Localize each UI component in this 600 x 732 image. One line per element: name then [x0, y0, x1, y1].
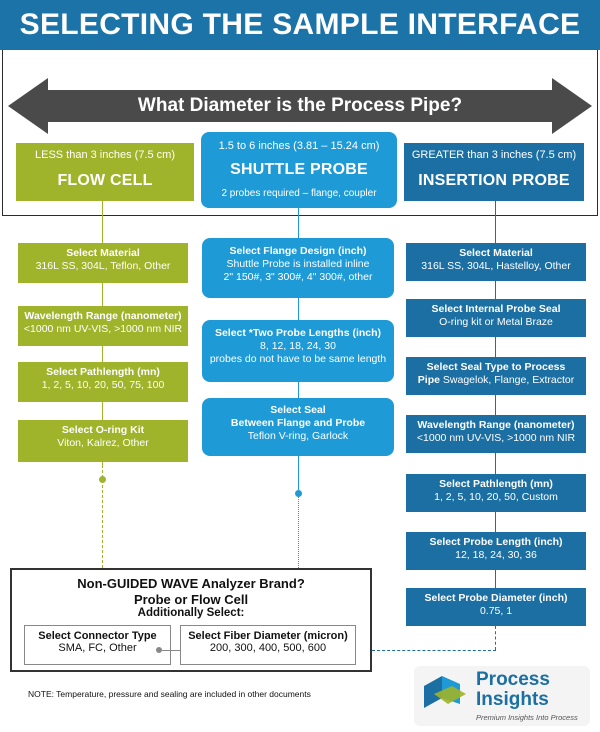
- shuttle-probe-name: SHUTTLE PROBE: [230, 161, 368, 178]
- insertion-dashed-down: [495, 626, 496, 650]
- flow-cell-name: FLOW CELL: [57, 172, 153, 189]
- insertion-step-seal-type: Select Seal Type to Process Pipe Swagelo…: [406, 357, 586, 395]
- connector-type-box: Select Connector Type SMA, FC, Other: [24, 625, 171, 665]
- flow-cell-header: LESS than 3 inches (7.5 cm) FLOW CELL: [16, 143, 194, 201]
- shuttle-dotted-line: [298, 497, 299, 568]
- page-title: SELECTING THE SAMPLE INTERFACE: [0, 0, 600, 50]
- shuttle-probe-range: 1.5 to 6 inches (3.81 – 15.24 cm): [218, 140, 380, 152]
- shuttle-dot: [295, 490, 302, 497]
- additionally-select-label: Additionally Select:: [137, 607, 245, 619]
- insertion-dashed-left: [372, 650, 496, 651]
- flow-step-wavelength: Wavelength Range (nanometer)<1000 nm UV-…: [18, 306, 188, 346]
- logo-word-insights: Insights: [476, 689, 549, 710]
- process-insights-logo-icon: [424, 676, 466, 708]
- footnote: NOTE: Temperature, pressure and sealing …: [28, 689, 311, 699]
- shuttle-step-flange: Select Flange Design (inch) Shuttle Prob…: [202, 238, 394, 298]
- flow-column-line: [102, 243, 103, 468]
- logo-word-process: Process: [476, 669, 550, 690]
- insertion-step-pathlength: Select Pathlength (mn)1, 2, 5, 10, 20, 5…: [406, 474, 586, 512]
- fiber-diameter-box: Select Fiber Diameter (micron) 200, 300,…: [180, 625, 356, 665]
- flow-step-pathlength: Select Pathlength (mn)1, 2, 5, 10, 20, 5…: [18, 362, 188, 402]
- connector-link: [162, 650, 182, 651]
- insertion-probe-name: INSERTION PROBE: [418, 172, 570, 189]
- shuttle-step-seal: Select Seal Between Flange and Probe Tef…: [202, 398, 394, 456]
- insertion-probe-header: GREATER than 3 inches (7.5 cm) INSERTION…: [404, 143, 584, 201]
- flow-dashed-line: [102, 470, 103, 568]
- insertion-step-diameter: Select Probe Diameter (inch)0.75, 1: [406, 588, 586, 626]
- shuttle-probe-note: 2 probes required – flange, coupler: [221, 188, 377, 199]
- flow-dot: [99, 476, 106, 483]
- shuttle-connector: [298, 208, 299, 238]
- insertion-connector: [495, 201, 496, 243]
- shuttle-step-lengths: Select *Two Probe Lengths (inch) 8, 12, …: [202, 320, 394, 382]
- analyzer-title: Non-GUIDED WAVE Analyzer Brand? Probe or…: [77, 576, 305, 607]
- flow-cell-range: LESS than 3 inches (7.5 cm): [34, 149, 175, 161]
- flow-connector: [102, 201, 103, 243]
- insertion-step-length: Select Probe Length (inch)12, 18, 24, 30…: [406, 532, 586, 570]
- header-frame: [2, 50, 598, 216]
- pipe-diameter-question: What Diameter is the Process Pipe?: [137, 95, 463, 116]
- double-arrow-icon: [8, 78, 592, 134]
- logo-tagline: Premium Insights Into Process: [476, 713, 578, 722]
- insertion-step-wavelength: Wavelength Range (nanometer)<1000 nm UV-…: [406, 415, 586, 453]
- insertion-probe-range: GREATER than 3 inches (7.5 cm): [411, 149, 577, 161]
- shuttle-probe-header: 1.5 to 6 inches (3.81 – 15.24 cm) SHUTTL…: [201, 132, 397, 208]
- connector-dot: [156, 647, 162, 653]
